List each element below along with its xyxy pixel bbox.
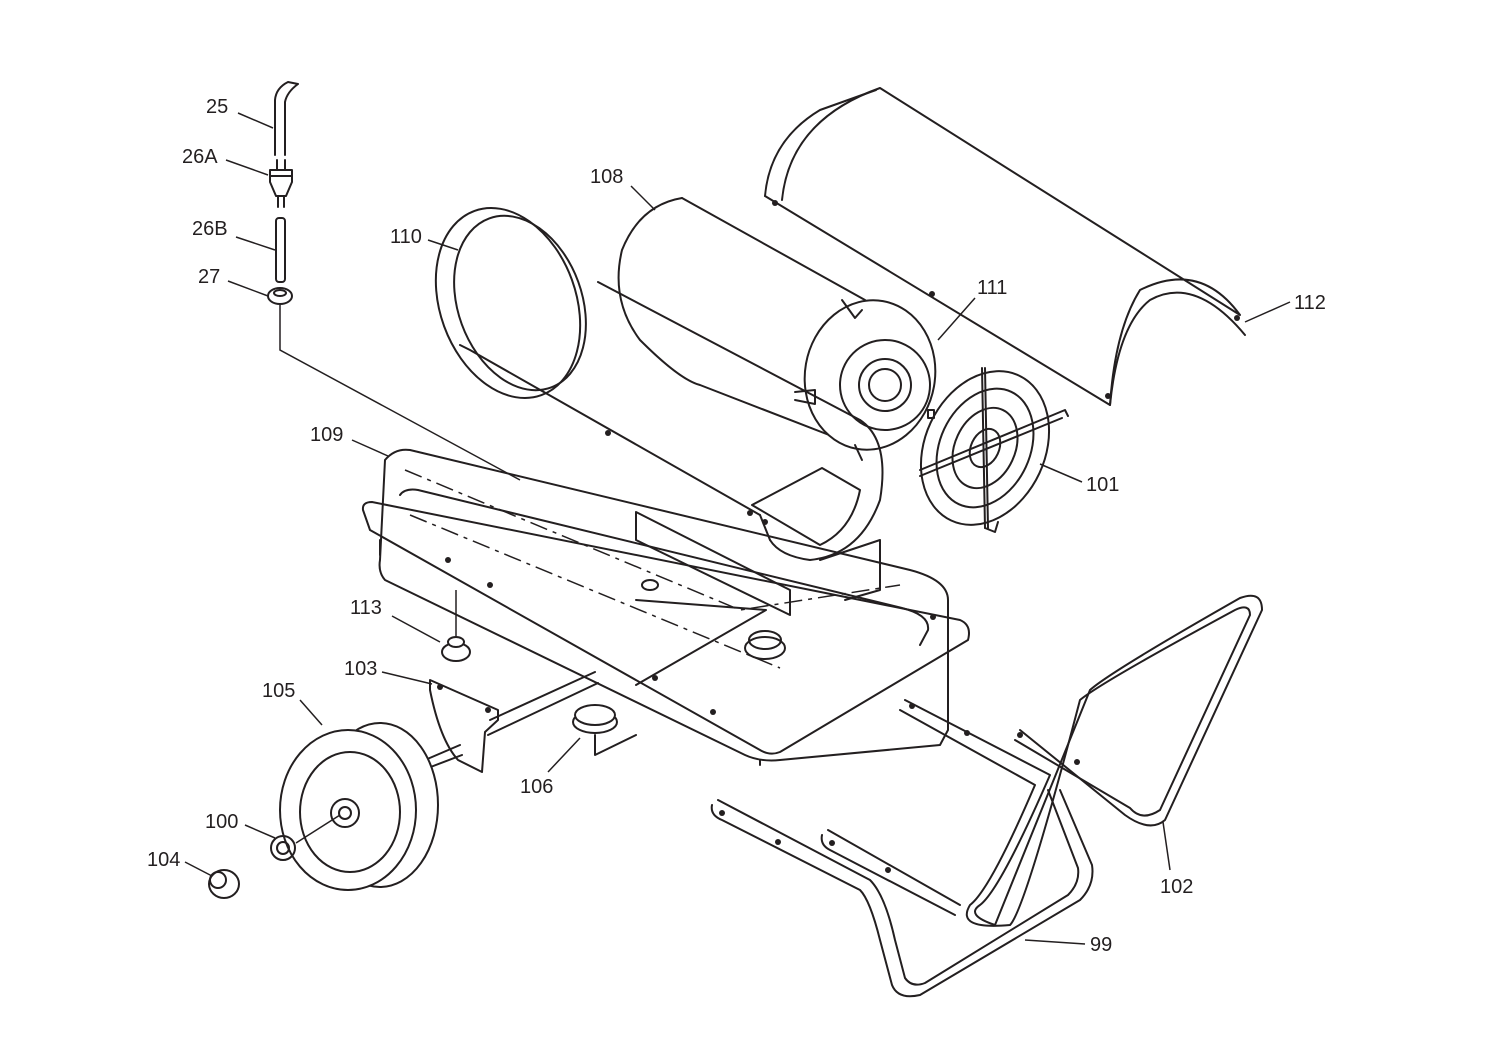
- callout-26a: 26A: [182, 146, 218, 168]
- callout-102: 102: [1160, 876, 1193, 898]
- callout-labels: 25 26A 26B 27 108 110 111 112 109 101 11…: [147, 96, 1326, 956]
- handle: [899, 594, 1263, 927]
- callout-109: 109: [310, 424, 343, 446]
- fuel-cap: [572, 704, 637, 756]
- callout-106: 106: [520, 776, 553, 798]
- callout-108: 108: [590, 166, 623, 188]
- drain-plug: [441, 636, 471, 662]
- fuel-line-lower-tube: [275, 217, 286, 283]
- combustion-chamber: [617, 197, 937, 461]
- upper-shell: [764, 87, 1246, 406]
- callout-112: 112: [1294, 292, 1326, 314]
- fuel-line-tube: [274, 81, 299, 156]
- fan-guard: [919, 367, 1069, 533]
- callout-27: 27: [198, 266, 220, 288]
- callout-111: 111: [977, 277, 1007, 299]
- callout-101: 101: [1086, 474, 1119, 496]
- callout-110: 110: [390, 226, 422, 248]
- callout-103: 103: [344, 658, 377, 680]
- callout-25: 25: [206, 96, 228, 118]
- fuel-tank: [361, 448, 970, 766]
- callout-113: 113: [350, 597, 382, 619]
- callout-105: 105: [262, 680, 295, 702]
- fuel-filter: [269, 169, 293, 197]
- callout-99: 99: [1090, 934, 1112, 956]
- lower-shell: [434, 207, 884, 561]
- leader-lines: [184, 112, 1291, 945]
- axle-bracket: [424, 671, 599, 773]
- wheel-retainers: [208, 814, 341, 899]
- frame: [710, 789, 1094, 998]
- callout-26b: 26B: [192, 218, 228, 240]
- callout-104: 104: [147, 849, 180, 871]
- fuel-line-route: [279, 305, 521, 481]
- wheel: [279, 722, 439, 891]
- callout-100: 100: [205, 811, 238, 833]
- fuel-line-assembly: [267, 81, 521, 481]
- snap-ring: [270, 835, 296, 861]
